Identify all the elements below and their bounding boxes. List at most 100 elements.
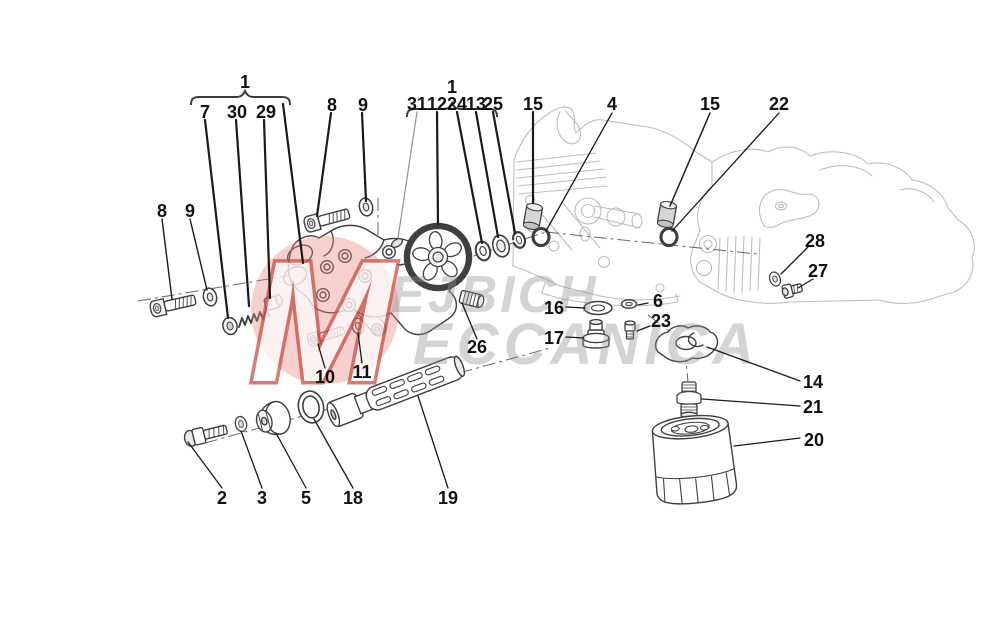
leader-line: [701, 398, 801, 407]
callout-label-5: 5: [301, 488, 311, 508]
callout-label-18: 18: [343, 488, 363, 508]
callout-label-30: 30: [227, 102, 247, 122]
circlip-25: [511, 231, 527, 249]
leader-line: [189, 218, 208, 291]
pump-socket-bolts: [316, 244, 442, 313]
drain-plug-17: [582, 318, 610, 349]
leader-line: [203, 118, 230, 320]
callout-label-29: 29: [256, 102, 276, 122]
engine-case-drawing: [512, 106, 975, 307]
callout-label-2: 2: [217, 488, 227, 508]
callout-label-8: 8: [157, 201, 167, 221]
leader-line: [262, 118, 272, 300]
leader-line: [565, 336, 585, 339]
oring-22: [659, 226, 679, 248]
watermark-logo-m: M: [250, 226, 397, 418]
leader-line: [281, 102, 305, 265]
callout-label-7: 7: [200, 102, 210, 122]
callout-label-22: 22: [769, 94, 789, 114]
callout-label-9: 9: [185, 201, 195, 221]
callout-label-12: 12: [427, 94, 447, 114]
leader-line: [240, 430, 263, 489]
leader-line: [461, 302, 478, 340]
valve-piston-29: [263, 294, 283, 311]
callout-label-17: 17: [544, 328, 564, 348]
oring-18: [297, 390, 325, 424]
oil-filter-20: [651, 414, 738, 505]
callout-label-4: 4: [607, 94, 617, 114]
washer-28: [767, 269, 783, 289]
callout-label-14: 14: [803, 372, 823, 392]
callout-label-25: 25: [483, 94, 503, 114]
parts-art: [148, 196, 804, 505]
leader-line: [455, 110, 484, 245]
leader-line: [187, 441, 223, 489]
key-31: [390, 238, 404, 248]
strainer-19: [326, 355, 466, 428]
washer-13: [491, 234, 511, 258]
screw-23: [624, 320, 636, 340]
leader-line: [491, 110, 517, 235]
axis-line: [647, 314, 685, 343]
leader-line: [313, 418, 354, 489]
washer-24: [474, 240, 492, 262]
callout-label-9: 9: [358, 95, 368, 115]
gasket-16: [583, 300, 613, 316]
leader-line: [797, 278, 814, 289]
callout-label-15: 15: [523, 94, 543, 114]
washer-3: [233, 414, 249, 434]
leader-lines: [161, 102, 814, 489]
leader-line: [636, 325, 651, 332]
leader-line: [275, 432, 307, 489]
callout-label-3: 3: [257, 488, 267, 508]
watermark-text-line2: ECCANICA: [413, 312, 759, 377]
callout-label-24: 24: [447, 94, 467, 114]
leader-line: [317, 343, 326, 369]
leader-line: [545, 112, 613, 232]
watermark-text-line1: EJBICH: [390, 266, 599, 324]
leader-line: [706, 346, 801, 382]
leader-line: [417, 395, 449, 489]
callout-label-20: 20: [804, 430, 824, 450]
bolt-27: [781, 283, 804, 299]
watermark-logo-circle: [251, 236, 399, 384]
leader-line: [161, 218, 173, 300]
leader-line: [637, 302, 649, 306]
callout-label-13: 13: [466, 94, 486, 114]
leader-line: [671, 112, 780, 232]
axis-line: [137, 273, 299, 302]
leader-line: [360, 111, 368, 203]
callout-label-28: 28: [805, 231, 825, 251]
callout-label-15: 15: [700, 94, 720, 114]
plug-5: [255, 400, 291, 436]
callout-label-31: 31: [407, 94, 427, 114]
group-bracket: [190, 88, 291, 106]
leader-line: [669, 112, 711, 207]
union-21: [676, 381, 702, 419]
spring-30: [238, 309, 270, 328]
bolt-8-left: [148, 291, 198, 319]
leader-line: [474, 110, 500, 239]
callout-label-27: 27: [808, 261, 828, 281]
callout-label-26: 26: [467, 337, 487, 357]
leader-line: [357, 332, 363, 364]
leader-line: [733, 437, 801, 447]
dowel-15-right: [656, 199, 678, 230]
callout-label-6: 6: [653, 291, 663, 311]
callout-label-10: 10: [315, 367, 335, 387]
callout-label-21: 21: [803, 397, 823, 417]
valve-seat-7: [222, 316, 238, 336]
leader-line: [397, 111, 418, 239]
group-label: 1: [447, 77, 457, 97]
group-label: 1: [240, 72, 250, 92]
filter-plate-14: [654, 325, 719, 363]
leader-line: [435, 110, 440, 226]
callout-label-19: 19: [438, 488, 458, 508]
watermark: M EJBICH ECCANICA: [247, 223, 759, 422]
set-screw-26: [458, 289, 485, 309]
leader-line: [315, 111, 333, 218]
